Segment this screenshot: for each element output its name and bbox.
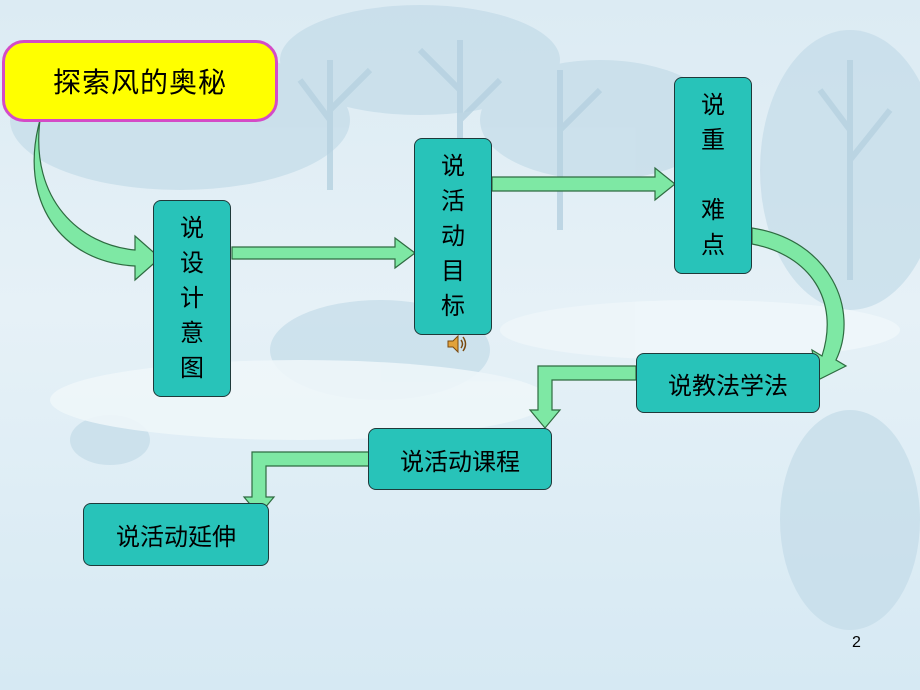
step-char: 说	[441, 152, 465, 180]
page-number: 2	[852, 634, 861, 651]
step-activity-course: 说活动课程	[368, 428, 552, 490]
step-label: 说活动课程	[400, 447, 520, 476]
step-label: 说教法学法	[668, 371, 788, 400]
step-char: 说	[701, 91, 725, 119]
speaker-icon[interactable]	[445, 332, 469, 360]
step-char: 意	[180, 319, 204, 347]
step-activity-extension: 说活动延伸	[83, 503, 269, 566]
arrow-goal-to-keypoints	[491, 166, 676, 202]
step-char: 计	[180, 284, 204, 312]
step-design-intent: 说 设 计 意 图	[153, 200, 231, 397]
arrow-design-to-goal	[231, 236, 416, 270]
curved-arrow-title-to-design	[33, 119, 161, 282]
step-char: 标	[441, 292, 465, 320]
step-key-points: 说 重 难 点	[674, 77, 752, 274]
step-char: 难	[701, 196, 725, 224]
step-char: 活	[441, 187, 465, 215]
step-char: 点	[701, 231, 725, 259]
step-teaching-method: 说教法学法	[636, 353, 820, 413]
step-char: 动	[441, 222, 465, 250]
arrow-method-to-course	[528, 365, 637, 429]
title-text: 探索风的奥秘	[52, 66, 227, 99]
step-char: 目	[441, 257, 465, 285]
step-activity-goal: 说 活 动 目 标	[414, 138, 492, 335]
step-char: 重	[701, 126, 725, 154]
step-char: 设	[180, 249, 204, 277]
step-char: 图	[180, 354, 204, 382]
step-label: 说活动延伸	[116, 523, 236, 551]
title-box: 探索风的奥秘	[2, 40, 278, 122]
step-char: 说	[180, 214, 204, 242]
